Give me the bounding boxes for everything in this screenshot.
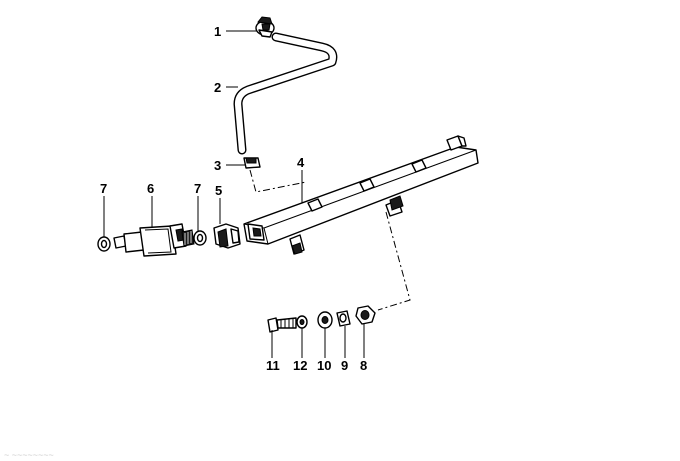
part-5-injector-clip (213, 223, 241, 249)
leader-lines (103, 30, 365, 358)
callout-5: 5 (215, 183, 222, 198)
part-12-washer (296, 315, 308, 329)
part-8-nut (355, 305, 376, 325)
part-11-bolt (267, 317, 297, 333)
callout-1: 1 (214, 24, 221, 39)
callout-7-right: 7 (194, 181, 201, 196)
assembly-line-bracket-to-fasteners (377, 211, 411, 311)
part-10-grommet (317, 311, 333, 329)
callout-2: 2 (214, 80, 221, 95)
callout-8: 8 (360, 358, 367, 373)
callout-11: 11 (266, 358, 280, 373)
part-1-hose-clamp (255, 16, 275, 38)
callout-4: 4 (297, 155, 305, 170)
callout-6: 6 (147, 181, 154, 196)
callout-9: 9 (341, 358, 348, 373)
part-7-o-ring-lower (97, 236, 111, 252)
part-7-o-ring-upper (193, 230, 207, 246)
callout-12: 12 (293, 358, 307, 373)
part-3-hose-clip (243, 157, 261, 169)
callout-10: 10 (317, 358, 331, 373)
part-9-bushing (336, 310, 351, 327)
callout-7-left: 7 (100, 181, 107, 196)
callout-3: 3 (214, 158, 221, 173)
part-6-fuel-injector (113, 223, 195, 257)
assembly-line-clip-to-rail (249, 169, 307, 193)
part-2-vacuum-hose (233, 32, 338, 155)
part-4-fuel-rail (243, 135, 479, 255)
watermark: ~ ~~~~~~~~ (4, 450, 54, 460)
